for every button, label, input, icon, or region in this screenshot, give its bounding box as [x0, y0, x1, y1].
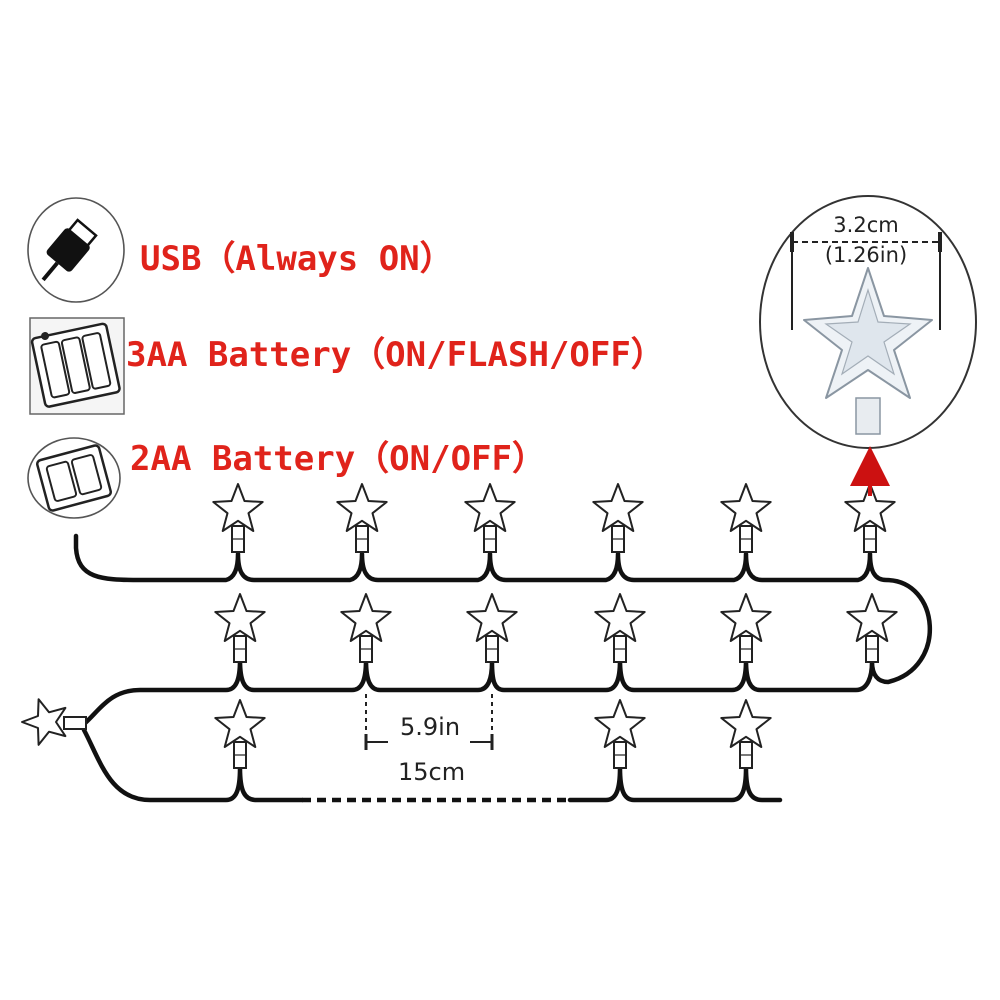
star-width-in-label: (1.26in) — [825, 243, 907, 267]
power-cord — [73, 533, 933, 727]
lower-cord-right — [567, 765, 783, 803]
star-bulb — [466, 593, 518, 663]
star-bulb — [212, 483, 264, 553]
spacing-dimension — [364, 694, 494, 750]
end-star-bulb — [21, 698, 67, 746]
star-bulb — [594, 699, 646, 769]
star-bulb — [846, 593, 898, 663]
end-star-socket — [63, 716, 87, 730]
lower-cord-left — [81, 727, 305, 803]
star-bulb — [720, 699, 772, 769]
star-bulb — [592, 483, 644, 553]
spacing-label-cm: 15cm — [398, 758, 465, 786]
star-width-cm-label: 3.2cm — [833, 213, 898, 237]
battery-box-2aa-icon — [27, 437, 121, 519]
star-bulb — [594, 593, 646, 663]
star-bulb — [340, 593, 392, 663]
star-bulb-group — [212, 483, 898, 769]
usb-plug-icon — [27, 197, 125, 303]
battery-box-3aa-icon — [29, 317, 125, 415]
spacing-label-inches: 5.9in — [400, 713, 460, 741]
star-bulb — [214, 593, 266, 663]
star-zoom-callout — [759, 195, 977, 449]
battery-3aa-option-label: 3AA Battery（ON/FLASH/OFF） — [126, 335, 665, 375]
star-bulb — [464, 483, 516, 553]
star-bulb — [214, 699, 266, 769]
star-bulb — [336, 483, 388, 553]
star-bulb — [720, 593, 772, 663]
battery-2aa-option-label: 2AA Battery（ON/OFF） — [130, 439, 546, 479]
star-bulb — [720, 483, 772, 553]
usb-option-label: USB（Always ON） — [140, 239, 454, 279]
